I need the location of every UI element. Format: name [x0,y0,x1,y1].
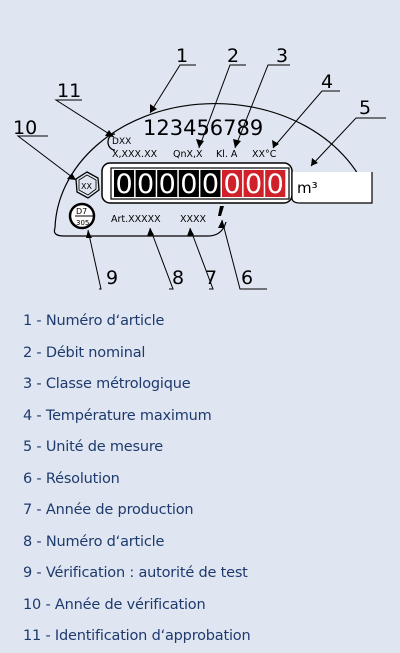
verification-hexagon-inner [78,174,97,196]
nominal-flow: QnX,X [173,149,203,160]
legend-item-5: 5 - Unité de mesure [23,439,164,455]
counter-digit-text: 0 [202,169,219,200]
approval-code-1: DXX [112,137,131,147]
counter-digit-text: 0 [115,169,132,200]
counter-digit-text: 0 [159,169,176,200]
approval-code-2: X,XXX.XX [112,149,158,160]
counter-digit-black [200,170,221,197]
article-number: Art.XXXXX [111,214,161,225]
callout-10: 10 [13,117,37,139]
callout-8: 8 [172,267,184,289]
legend-item-8: 8 - Numéro d‘article [23,533,165,550]
counter-digit-text: 0 [267,169,284,200]
callout-1: 1 [176,45,188,67]
callout-3: 3 [276,45,288,67]
verification-hexagon-icon [75,171,100,199]
max-temperature: XX°C [252,149,277,160]
callout-7: 7 [205,267,217,289]
callout-11: 11 [57,80,81,102]
counter-digit-black [157,170,178,197]
callout-4: 4 [321,71,333,93]
test-authority-bottom: 305 [76,219,89,227]
dial-base [53,221,227,237]
leader-arrows [67,104,318,238]
callout-5: 5 [359,97,371,119]
counter-digit-black [114,170,135,197]
legend-item-1: 1 - Numéro d‘article [23,313,165,329]
test-authority-top: D7 [76,207,87,216]
counter-digit-black [135,170,156,197]
production-year: XXXX [180,214,207,225]
callout-2: 2 [227,45,239,67]
counter-digit-text: 0 [137,169,154,200]
leader-lines [16,64,386,290]
legend-item-2: 2 - Débit nominal [23,344,146,361]
resolution-mark [218,206,224,216]
legend-item-9: 9 - Vérification : autorité de test [23,565,248,581]
legend-item-10: 10 - Année de vérification [23,596,206,613]
counter-digit-text: 0 [245,169,262,200]
legend-item-11: 11 - Identification d‘approbation [23,628,251,644]
counter-digit-text: 0 [180,169,197,200]
legend-item-4: 4 - Température maximum [23,407,212,424]
approval-c-icon [107,133,116,151]
dial-outline [54,102,371,229]
legend-list: 1 - Numéro d‘article 2 - Débit nominal 3… [23,306,393,653]
counter-digit-red [243,170,264,197]
counter-digit-red [222,170,243,197]
verification-year: XX [81,182,92,191]
legend-item-3: 3 - Classe métrologique [23,376,191,392]
unit-box [291,172,373,204]
callout-9: 9 [106,267,118,289]
legend-item-6: 6 - Résolution [23,470,120,487]
counter-digit-red [265,170,286,197]
unit-label: m³ [297,179,318,197]
counter-digit-black [178,170,199,197]
counter-digit-text: 0 [223,169,240,200]
callout-6: 6 [241,267,253,289]
metrological-class: Kl. A [216,149,238,160]
legend-item-7: 7 - Année de production [23,502,194,518]
